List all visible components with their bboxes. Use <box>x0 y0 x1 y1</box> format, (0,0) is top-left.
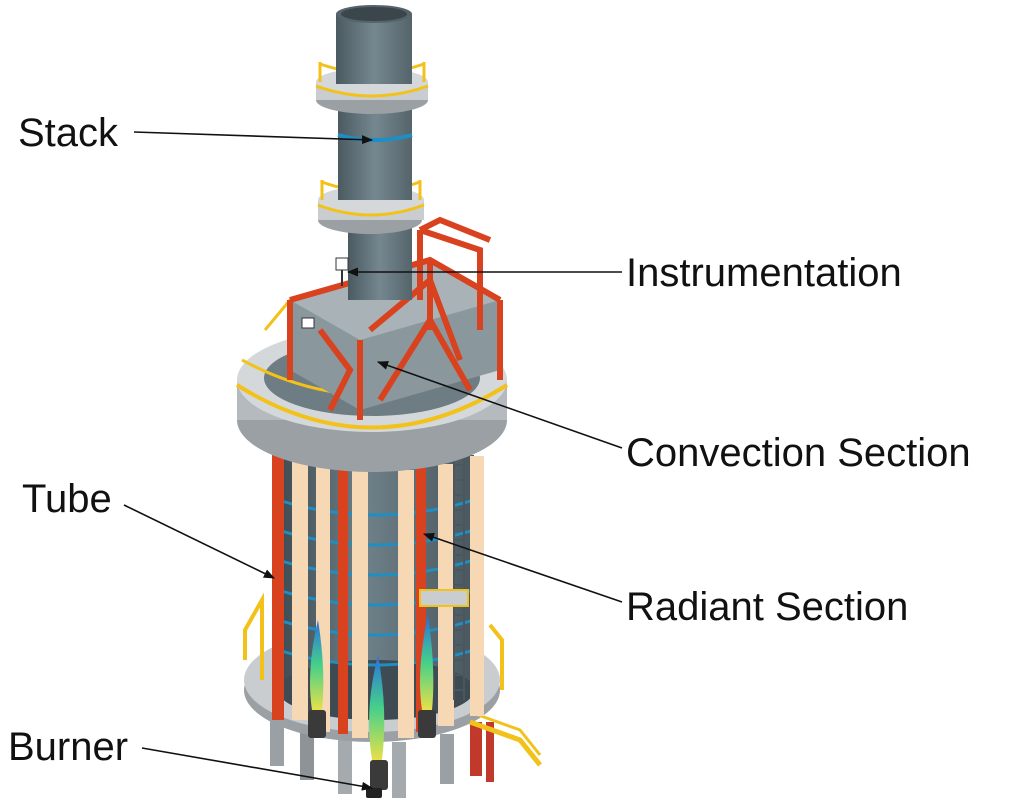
convection-section-label: Convection Section <box>626 431 971 475</box>
stack-label: Stack <box>18 111 119 155</box>
burner-leader <box>141 747 374 791</box>
tube-label: Tube <box>22 477 112 521</box>
radiant-section-label: Radiant Section <box>626 585 908 629</box>
radiant-leader <box>422 533 623 603</box>
ladder <box>419 440 469 700</box>
tube-leader <box>123 504 276 579</box>
instrument-box <box>335 257 349 286</box>
convection-leader <box>376 361 623 449</box>
instrumentation-label: Instrumentation <box>626 251 902 295</box>
support-legs <box>270 718 494 798</box>
stack-leader <box>133 131 374 145</box>
burners <box>308 615 436 798</box>
stack <box>315 5 429 300</box>
burner-label: Burner <box>8 725 128 769</box>
